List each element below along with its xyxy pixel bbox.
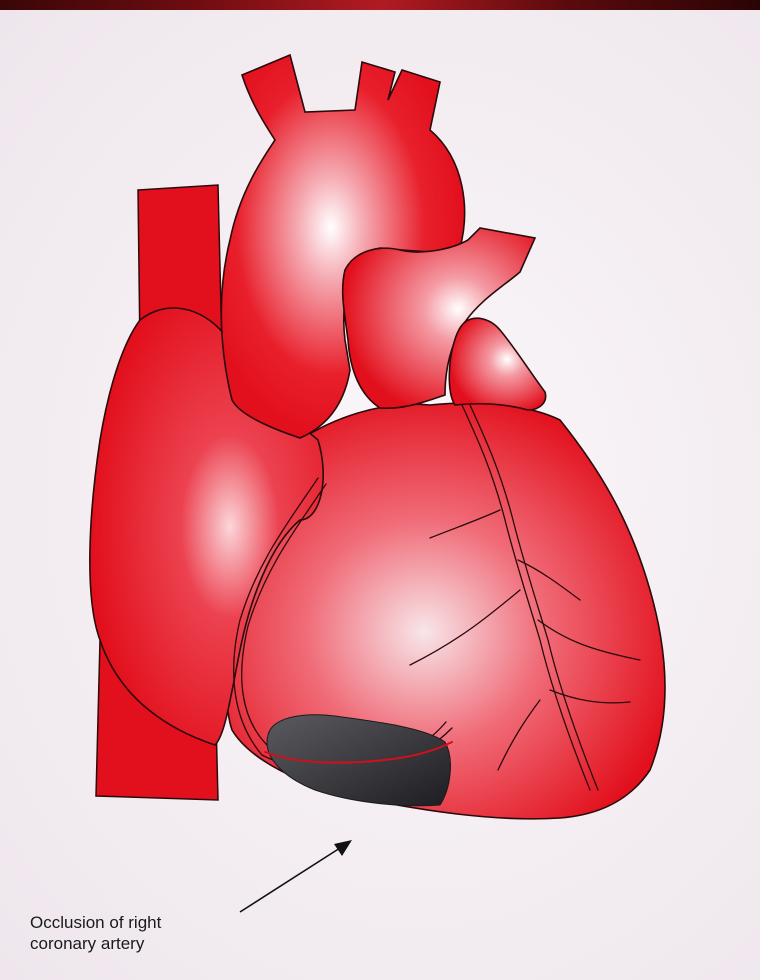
caption-line-2: coronary artery	[30, 933, 290, 954]
occlusion-caption: Occlusion of right coronary artery	[30, 912, 290, 954]
left-atrial-appendage	[449, 318, 545, 410]
caption-line-1: Occlusion of right	[30, 912, 290, 933]
arrow-icon	[240, 840, 352, 912]
